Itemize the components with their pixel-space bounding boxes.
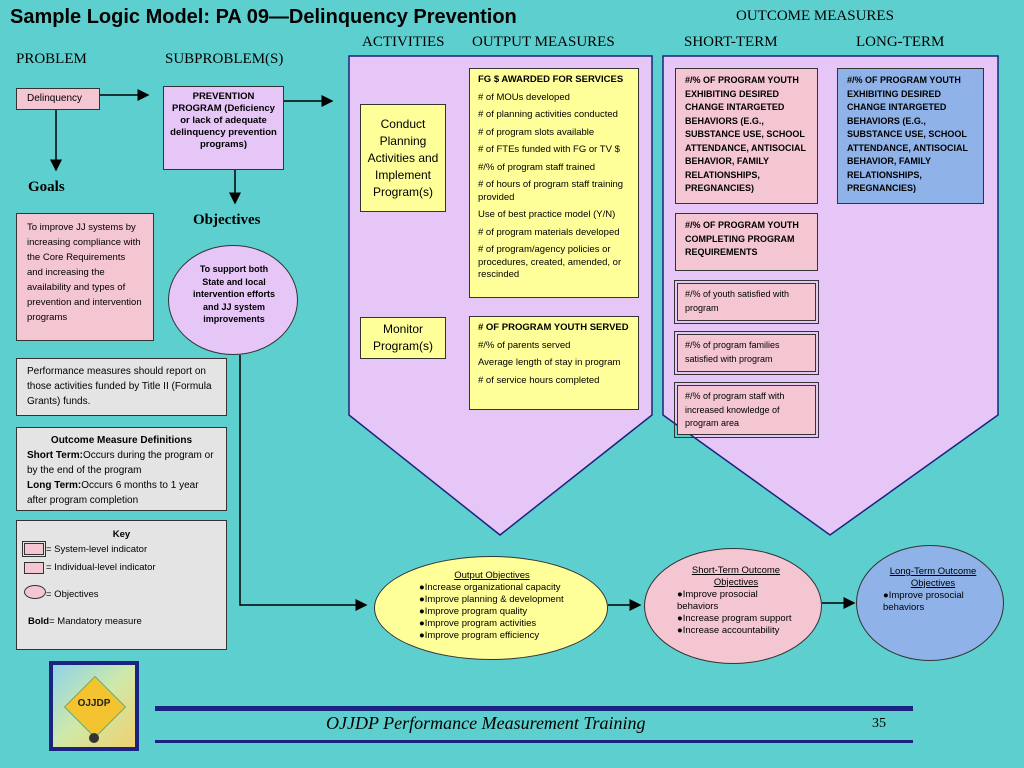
short-term-objectives-ellipse: Short-Term Outcome Objectives ●Improve p… — [644, 548, 822, 664]
page-number: 35 — [872, 716, 886, 731]
long-term-behavior-box: #/% OF PROGRAM YOUTH EXHIBITING DESIRED … — [837, 68, 984, 204]
short-term-objectives-title: Short-Term Outcome Objectives — [691, 565, 781, 588]
short-term-objective-item: ●Increase program support — [677, 613, 792, 624]
long-term-behavior-text: #/% OF PROGRAM YOUTH EXHIBITING DESIRED … — [847, 75, 968, 193]
footer-text: OJJDP Performance Measurement Training — [326, 713, 646, 733]
logo-badge: OJJDP — [53, 665, 135, 747]
output-objectives-content: Output Objectives ●Increase organization… — [419, 570, 579, 642]
output-objectives-title: Output Objectives — [454, 570, 530, 581]
problem-label: Delinquency — [27, 93, 83, 104]
output-objective-item: ●Improve program efficiency — [419, 630, 540, 641]
long-term-objective-item: ●Improve prosocial behaviors — [883, 590, 964, 613]
output-objective-item: ●Improve program activities — [419, 618, 537, 629]
header-activities: ACTIVITIES — [362, 34, 445, 50]
short-term-completion-box: #/% OF PROGRAM YOUTH COMPLETING PROGRAM … — [675, 213, 818, 271]
output-item: # of service hours completed — [478, 374, 600, 386]
short-term-objectives-content: Short-Term Outcome Objectives ●Improve p… — [677, 565, 795, 637]
output-objective-item: ●Improve planning & development — [419, 594, 564, 605]
subproblem-box: PREVENTION PROGRAM (Deficiency or lack o… — [163, 86, 284, 170]
definitions-box: Outcome Measure Definitions Short Term:O… — [16, 427, 227, 511]
problem-box: Delinquency — [16, 88, 100, 110]
output-measures-2: # OF PROGRAM YOUTH SERVED #/% of parents… — [469, 316, 639, 410]
header-output-measures: OUTPUT MEASURES — [472, 34, 615, 50]
header-outcome-measures: OUTCOME MEASURES — [736, 8, 894, 24]
footer-logo: OJJDP — [49, 661, 139, 751]
header-long-term: LONG-TERM — [856, 34, 945, 50]
short-term-staff-knowledge-box: #/% of program staff with increased know… — [674, 382, 819, 438]
short-term-objective-item: ●Improve prosocial behaviors — [677, 589, 758, 612]
output-item: # of hours of program staff training pro… — [478, 179, 624, 203]
output-objective-item: ●Improve program quality — [419, 606, 528, 617]
short-term-youth-satisfied-box: #/% of youth satisfied with program — [674, 280, 819, 324]
header-subproblem: SUBPROBLEM(S) — [165, 51, 284, 67]
goal-text: To improve JJ systems by increasing comp… — [27, 222, 142, 323]
footer-rule-bottom — [155, 740, 913, 743]
seal-icon — [89, 733, 99, 743]
definition-short: Short Term:Occurs during the program or … — [27, 450, 214, 476]
note-text: Performance measures should report on th… — [27, 366, 212, 407]
arrow-objective-output — [239, 355, 368, 611]
output-item: # of program slots available — [478, 126, 595, 138]
activity-monitor: Monitor Program(s) — [360, 317, 446, 359]
short-term-completion-text: #/% OF PROGRAM YOUTH COMPLETING PROGRAM … — [685, 220, 799, 257]
note-box: Performance measures should report on th… — [16, 358, 227, 416]
goal-box: To improve JJ systems by increasing comp… — [16, 213, 154, 341]
output-item: # OF PROGRAM YOUTH SERVED — [478, 322, 629, 333]
header-short-term: SHORT-TERM — [684, 34, 778, 50]
output-item: # of planning activities conducted — [478, 109, 618, 120]
output-item: Average length of stay in program — [478, 357, 621, 368]
key-bold: Bold= Mandatory measure — [28, 616, 142, 627]
activity-planning-label: Conduct Planning Activities and Implemen… — [367, 116, 439, 199]
output-item: # of MOUs developed — [478, 91, 570, 103]
long-term-objectives-title: Long-Term Outcome Objectives — [889, 566, 977, 589]
short-term-families-satisfied-text: #/% of program families satisfied with p… — [685, 340, 780, 364]
short-term-behavior-box: #/% OF PROGRAM YOUTH EXHIBITING DESIRED … — [675, 68, 818, 204]
logo-text: OJJDP — [77, 698, 111, 709]
short-term-families-satisfied-box: #/% of program families satisfied with p… — [674, 331, 819, 375]
output-item: FG $ AWARDED FOR SERVICES — [478, 74, 624, 85]
short-term-staff-knowledge-text: #/% of program staff with increased know… — [685, 391, 785, 428]
output-item: # of FTEs funded with FG or TV $ — [478, 144, 620, 155]
short-term-objective-item: ●Increase accountability — [677, 625, 780, 636]
header-objectives: Objectives — [193, 212, 261, 228]
header-goals: Goals — [28, 179, 65, 195]
page-title: Sample Logic Model: PA 09—Delinquency Pr… — [10, 6, 517, 28]
key-system: = System-level indicator — [46, 544, 148, 555]
output-item: # of program/agency policies or procedur… — [478, 244, 622, 280]
activity-monitor-label: Monitor Program(s) — [372, 322, 433, 353]
long-term-objectives-ellipse: Long-Term Outcome Objectives ●Improve pr… — [856, 545, 1004, 661]
output-item: # of program materials developed — [478, 226, 620, 238]
output-item: #/% of program staff trained — [478, 161, 596, 173]
short-term-behavior-text: #/% OF PROGRAM YOUTH EXHIBITING DESIRED … — [685, 75, 806, 193]
header-problem: PROBLEM — [16, 51, 87, 67]
output-measures-1: FG $ AWARDED FOR SERVICES # of MOUs deve… — [469, 68, 639, 298]
definitions-title: Outcome Measure Definitions — [50, 435, 193, 446]
long-term-objectives-content: Long-Term Outcome Objectives ●Improve pr… — [883, 566, 983, 614]
objective-text: To support both State and local interven… — [193, 264, 276, 324]
subproblem-label: PREVENTION PROGRAM (Deficiency or lack o… — [170, 91, 277, 150]
key-objectives: = Objectives — [46, 589, 99, 600]
output-objectives-ellipse: Output Objectives ●Increase organization… — [374, 556, 608, 660]
footer-rule-top — [155, 706, 913, 711]
output-objective-item: ●Increase organizational capacity — [419, 582, 561, 593]
output-item: Use of best practice model (Y/N) — [478, 209, 616, 220]
key-box: Key = System-level indicator = Individua… — [16, 520, 227, 650]
objectives-swatch — [24, 585, 46, 599]
activity-planning: Conduct Planning Activities and Implemen… — [360, 104, 446, 212]
system-indicator-swatch — [22, 541, 46, 557]
objective-ellipse: To support both State and local interven… — [168, 245, 298, 355]
output-item: #/% of parents served — [478, 339, 571, 351]
key-individual: = Individual-level indicator — [46, 562, 156, 573]
short-term-youth-satisfied-text: #/% of youth satisfied with program — [685, 289, 790, 313]
individual-indicator-swatch — [24, 562, 44, 574]
definition-long: Long Term:Occurs 6 months to 1 year afte… — [27, 480, 199, 506]
key-title: Key — [112, 529, 131, 540]
